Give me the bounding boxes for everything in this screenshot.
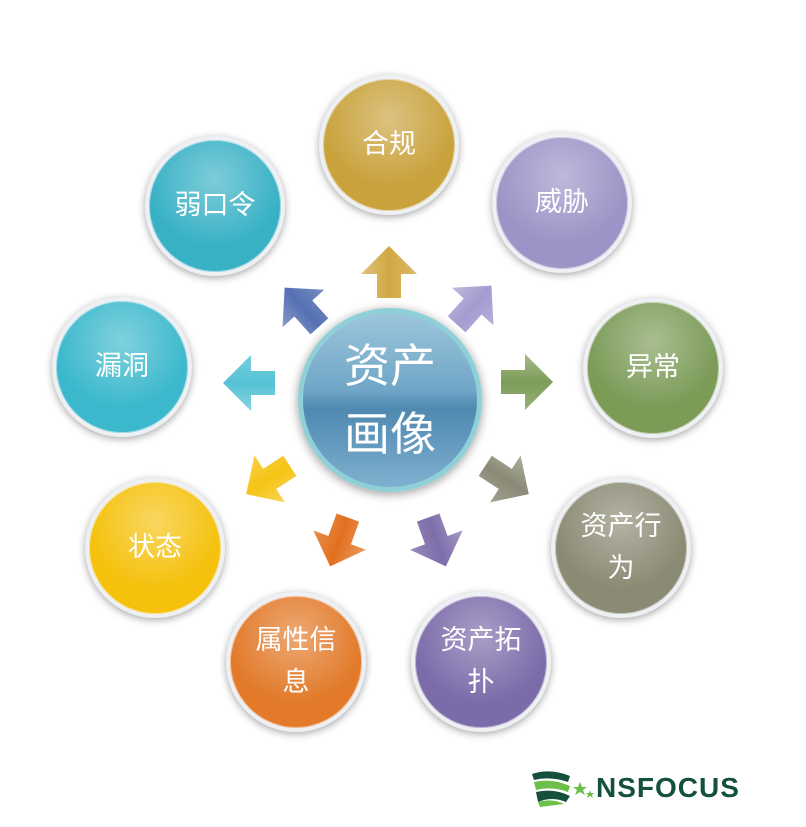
arrow-icon <box>396 501 478 583</box>
node-label: 弱口令 <box>174 190 256 221</box>
node-status: 状态 <box>85 478 225 618</box>
node-label: 异常 <box>626 352 680 383</box>
logo-text: NSFOCUS <box>596 772 740 803</box>
node-threat: 威胁 <box>492 133 632 273</box>
node-compliance: 合规 <box>319 75 459 215</box>
arrow-icon <box>463 436 552 525</box>
node-label: 状态 <box>128 532 182 563</box>
arrow-icon <box>257 262 347 352</box>
node-label: 资产拓扑 <box>440 625 522 698</box>
center-node-asset-profile: 资产画像 <box>298 308 482 492</box>
node-vulnerability: 漏洞 <box>52 297 192 437</box>
node-asset-behavior: 资产行为 <box>551 478 691 618</box>
arrow-icon <box>429 260 519 350</box>
node-label: 威胁 <box>535 187 589 218</box>
node-asset-topology: 资产拓扑 <box>411 592 551 732</box>
node-weak-password: 弱口令 <box>145 136 285 276</box>
arrow-icon <box>298 501 380 583</box>
node-attribute-info: 属性信息 <box>226 592 366 732</box>
node-anomaly: 异常 <box>583 298 723 438</box>
arrow-icon <box>495 350 559 414</box>
node-label: 合规 <box>362 129 416 160</box>
flag-logo-icon <box>532 771 594 807</box>
node-label: 属性信息 <box>255 625 337 698</box>
arrow-icon <box>357 240 421 304</box>
node-label: 漏洞 <box>95 351 149 382</box>
arrow-icon <box>224 436 313 525</box>
node-label: 资产行为 <box>580 511 662 584</box>
nsfocus-logo: NSFOCUS <box>530 768 740 808</box>
center-label: 资产画像 <box>344 339 436 461</box>
arrow-icon <box>217 351 281 415</box>
